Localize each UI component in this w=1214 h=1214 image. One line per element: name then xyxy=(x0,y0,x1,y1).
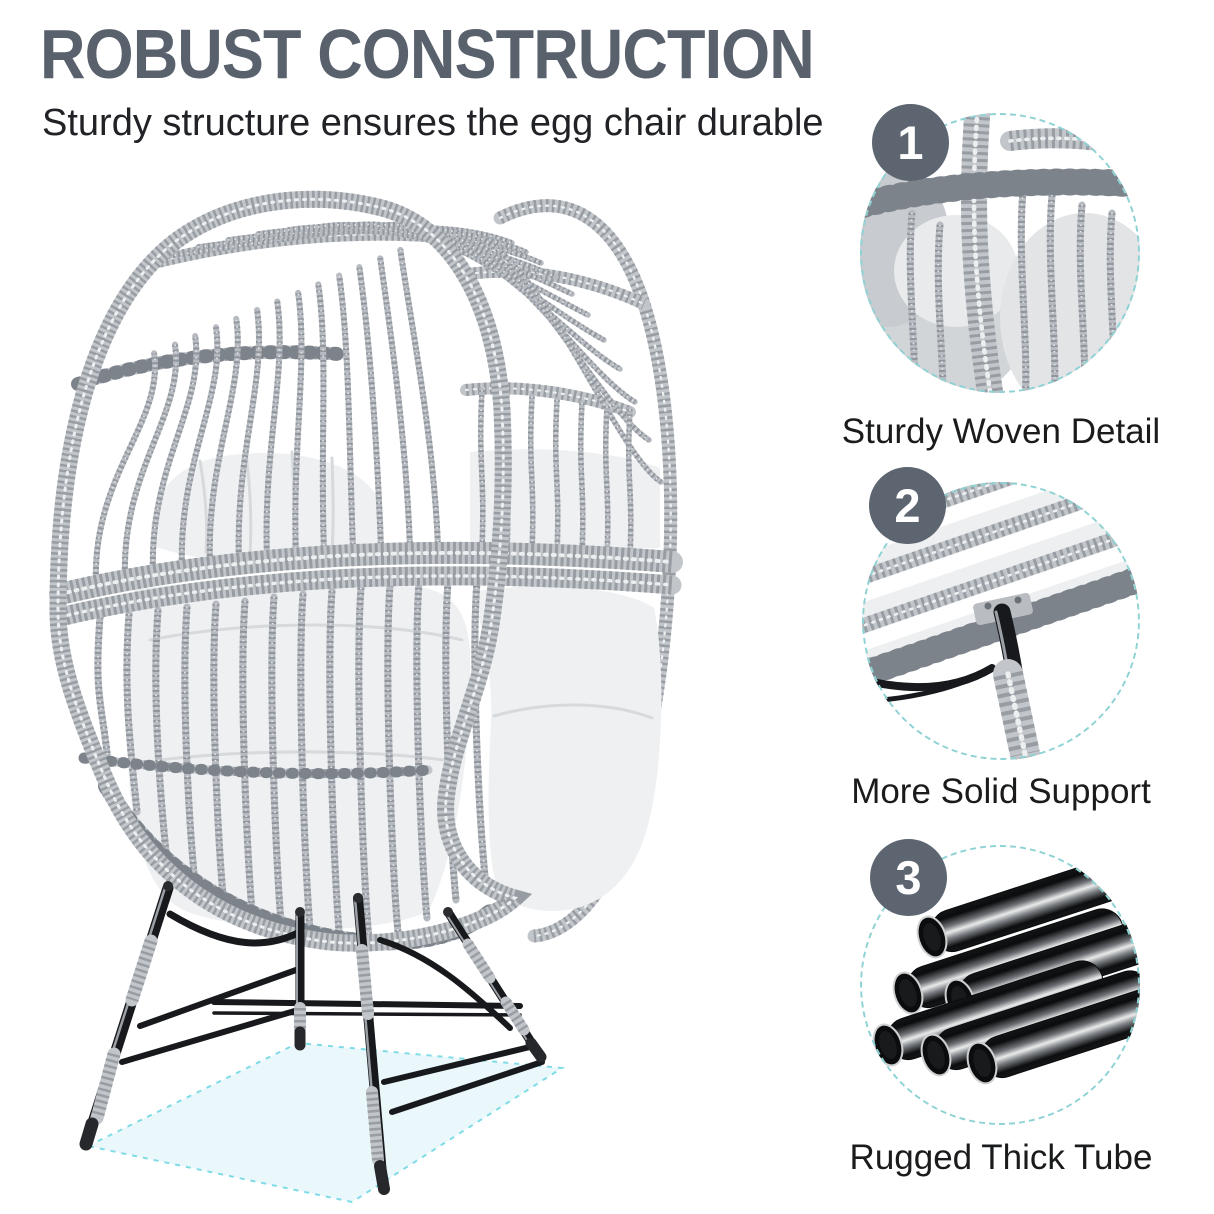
badge-2: 2 xyxy=(869,467,946,544)
metal-tubes-closeup xyxy=(872,852,1140,1085)
callout-2-circle xyxy=(862,482,1140,760)
badge-1: 1 xyxy=(872,104,949,181)
page-subtitle: Sturdy structure ensures the egg chair d… xyxy=(42,101,824,144)
egg-chair-photo xyxy=(49,190,683,1204)
callout-3-label: Rugged Thick Tube xyxy=(849,1138,1153,1177)
badge-3: 3 xyxy=(870,839,947,916)
callout-1-circle xyxy=(860,113,1140,393)
header: ROBUST CONSTRUCTION Sturdy structure ens… xyxy=(40,15,900,145)
callout-1-label: Sturdy Woven Detail xyxy=(841,412,1161,451)
woven-detail-closeup xyxy=(860,113,1140,393)
chair-legs xyxy=(79,881,547,1195)
page-title: ROBUST CONSTRUCTION xyxy=(40,15,815,93)
floor-highlight xyxy=(84,1041,565,1204)
callout-3-circle xyxy=(860,845,1140,1125)
callout-2-label: More Solid Support xyxy=(851,772,1151,811)
